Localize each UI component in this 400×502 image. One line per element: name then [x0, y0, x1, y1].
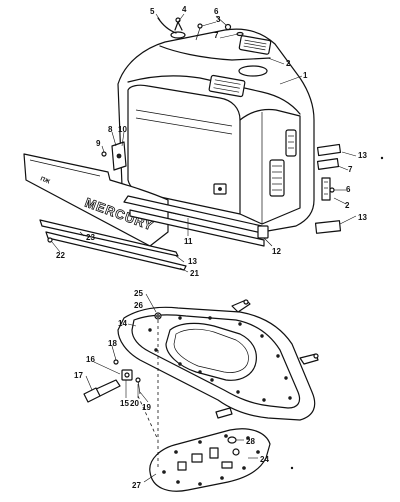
callout-23: 23 [86, 233, 95, 242]
callout-16: 16 [86, 355, 95, 364]
callout-22: 22 [56, 251, 65, 260]
bottom-cowl-pan [117, 299, 319, 421]
callout-25: 25 [134, 289, 143, 298]
side-decals [314, 143, 342, 234]
callout-6-top: 6 [214, 7, 219, 16]
callout-1: 1 [303, 71, 308, 80]
screw-3 [195, 23, 203, 41]
seal-plate [149, 428, 271, 492]
decal-small-text: ПЖ [39, 176, 51, 185]
callout-21: 21 [190, 269, 199, 278]
callout-17: 17 [74, 371, 83, 380]
callout-14: 14 [118, 319, 127, 328]
grommet-bottom [227, 436, 237, 444]
callout-3: 3 [216, 15, 221, 24]
side-latch-bracket [101, 141, 127, 171]
callout-24: 24 [260, 455, 269, 464]
callout-12: 12 [272, 247, 281, 256]
callout-11: 11 [184, 237, 193, 246]
latch-assembly [83, 359, 141, 403]
callout-9: 9 [96, 139, 101, 148]
callout-13-trim: 13 [188, 257, 197, 266]
callout-7-top: 7 [214, 31, 219, 40]
callout-15: 15 [120, 399, 129, 408]
callout-8: 8 [108, 125, 113, 134]
callout-13-upper: 13 [358, 151, 367, 160]
scan-dot-2 [380, 156, 384, 160]
callout-10: 10 [118, 125, 127, 134]
fuel-cap [157, 17, 186, 39]
callout-20: 20 [130, 399, 139, 408]
callout-2-top: 2 [286, 59, 291, 68]
callout-26: 26 [134, 301, 143, 310]
top-cowl [117, 28, 315, 233]
callout-2-side: 2 [345, 201, 350, 210]
callout-19: 19 [142, 403, 151, 412]
alignment-line-2 [137, 395, 159, 441]
callout-27: 27 [132, 481, 141, 490]
callout-28: 28 [246, 437, 255, 446]
grommet-top [154, 312, 162, 320]
callout-7-side: 7 [348, 165, 353, 174]
callout-4: 4 [182, 5, 187, 14]
top-vent-grille [238, 35, 272, 55]
callout-18: 18 [108, 339, 117, 348]
callout-5: 5 [150, 7, 155, 16]
callout-6-side: 6 [346, 185, 351, 194]
screw-top-6 [215, 15, 232, 31]
callout-13-lower: 13 [358, 213, 367, 222]
callout-labels: 1 2 2 3 4 5 6 6 7 7 8 9 10 11 12 13 13 1… [56, 5, 367, 490]
scan-dot [290, 466, 294, 470]
leader-lines [51, 13, 357, 483]
